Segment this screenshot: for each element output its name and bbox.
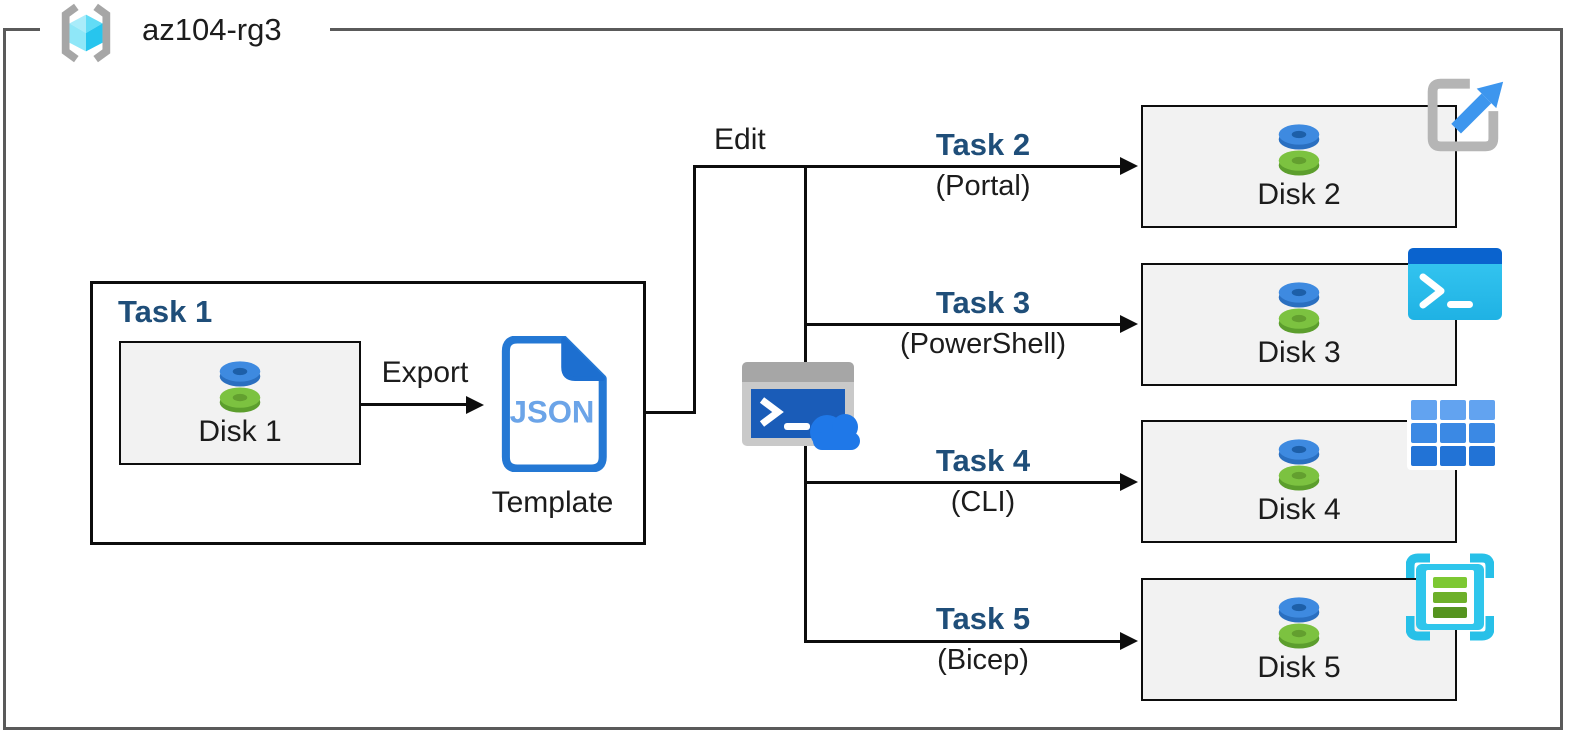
powershell-icon xyxy=(1408,248,1502,320)
task2-title: Task 2 xyxy=(935,127,1031,162)
resource-group-icon xyxy=(61,3,111,63)
arrowhead-task5 xyxy=(1120,632,1138,650)
connector-up xyxy=(693,166,696,414)
json-file-text: JSON xyxy=(510,394,595,429)
edit-label: Edit xyxy=(714,123,766,156)
branch-line-task4 xyxy=(805,481,1125,484)
task3-title: Task 3 xyxy=(935,285,1031,320)
arrowhead-task2 xyxy=(1120,157,1138,175)
task4-title: Task 4 xyxy=(935,443,1031,478)
disk3-box: Disk 3 xyxy=(1141,263,1457,386)
cloud-shell-icon xyxy=(742,362,860,450)
arrowhead-task3 xyxy=(1120,315,1138,333)
managed-disk-icon xyxy=(1278,439,1320,491)
task5-method: (Bicep) xyxy=(937,644,1029,676)
disk2-label: Disk 2 xyxy=(1257,178,1341,211)
bicep-template-icon xyxy=(1406,553,1494,641)
json-template-icon: JSON xyxy=(501,336,607,472)
branch-line-task3 xyxy=(805,323,1125,326)
frame-label-mask xyxy=(40,22,330,36)
azure-cli-icon xyxy=(1407,396,1499,470)
managed-disk-icon xyxy=(1278,124,1320,176)
task4-method: (CLI) xyxy=(950,486,1016,518)
arrowhead-task4 xyxy=(1120,473,1138,491)
task3-method: (PowerShell) xyxy=(900,328,1066,360)
branch-line-task5 xyxy=(805,640,1125,643)
disk3-label: Disk 3 xyxy=(1257,336,1341,369)
disk5-label: Disk 5 xyxy=(1257,651,1341,684)
managed-disk-icon xyxy=(219,360,261,413)
task1-title: Task 1 xyxy=(118,294,213,329)
resource-group-frame xyxy=(3,28,1563,730)
task5-title: Task 5 xyxy=(935,601,1031,636)
export-arrow-line xyxy=(361,403,469,406)
disk5-box: Disk 5 xyxy=(1141,578,1457,701)
export-label: Export xyxy=(381,356,469,389)
branch-line-task2 xyxy=(693,165,1125,168)
connector-task1-out xyxy=(644,411,696,414)
disk4-box: Disk 4 xyxy=(1141,420,1457,543)
disk2-box: Disk 2 xyxy=(1141,105,1457,228)
task2-method: (Portal) xyxy=(935,170,1031,202)
managed-disk-icon xyxy=(1278,282,1320,334)
managed-disk-icon xyxy=(1278,597,1320,649)
azure-portal-icon xyxy=(1427,78,1504,152)
export-arrowhead xyxy=(466,396,484,414)
template-caption: Template xyxy=(491,486,614,519)
disk1-label: Disk 1 xyxy=(198,414,282,448)
resource-group-name: az104-rg3 xyxy=(142,12,282,47)
disk4-label: Disk 4 xyxy=(1257,493,1341,526)
disk1-box: Disk 1 xyxy=(119,341,361,465)
